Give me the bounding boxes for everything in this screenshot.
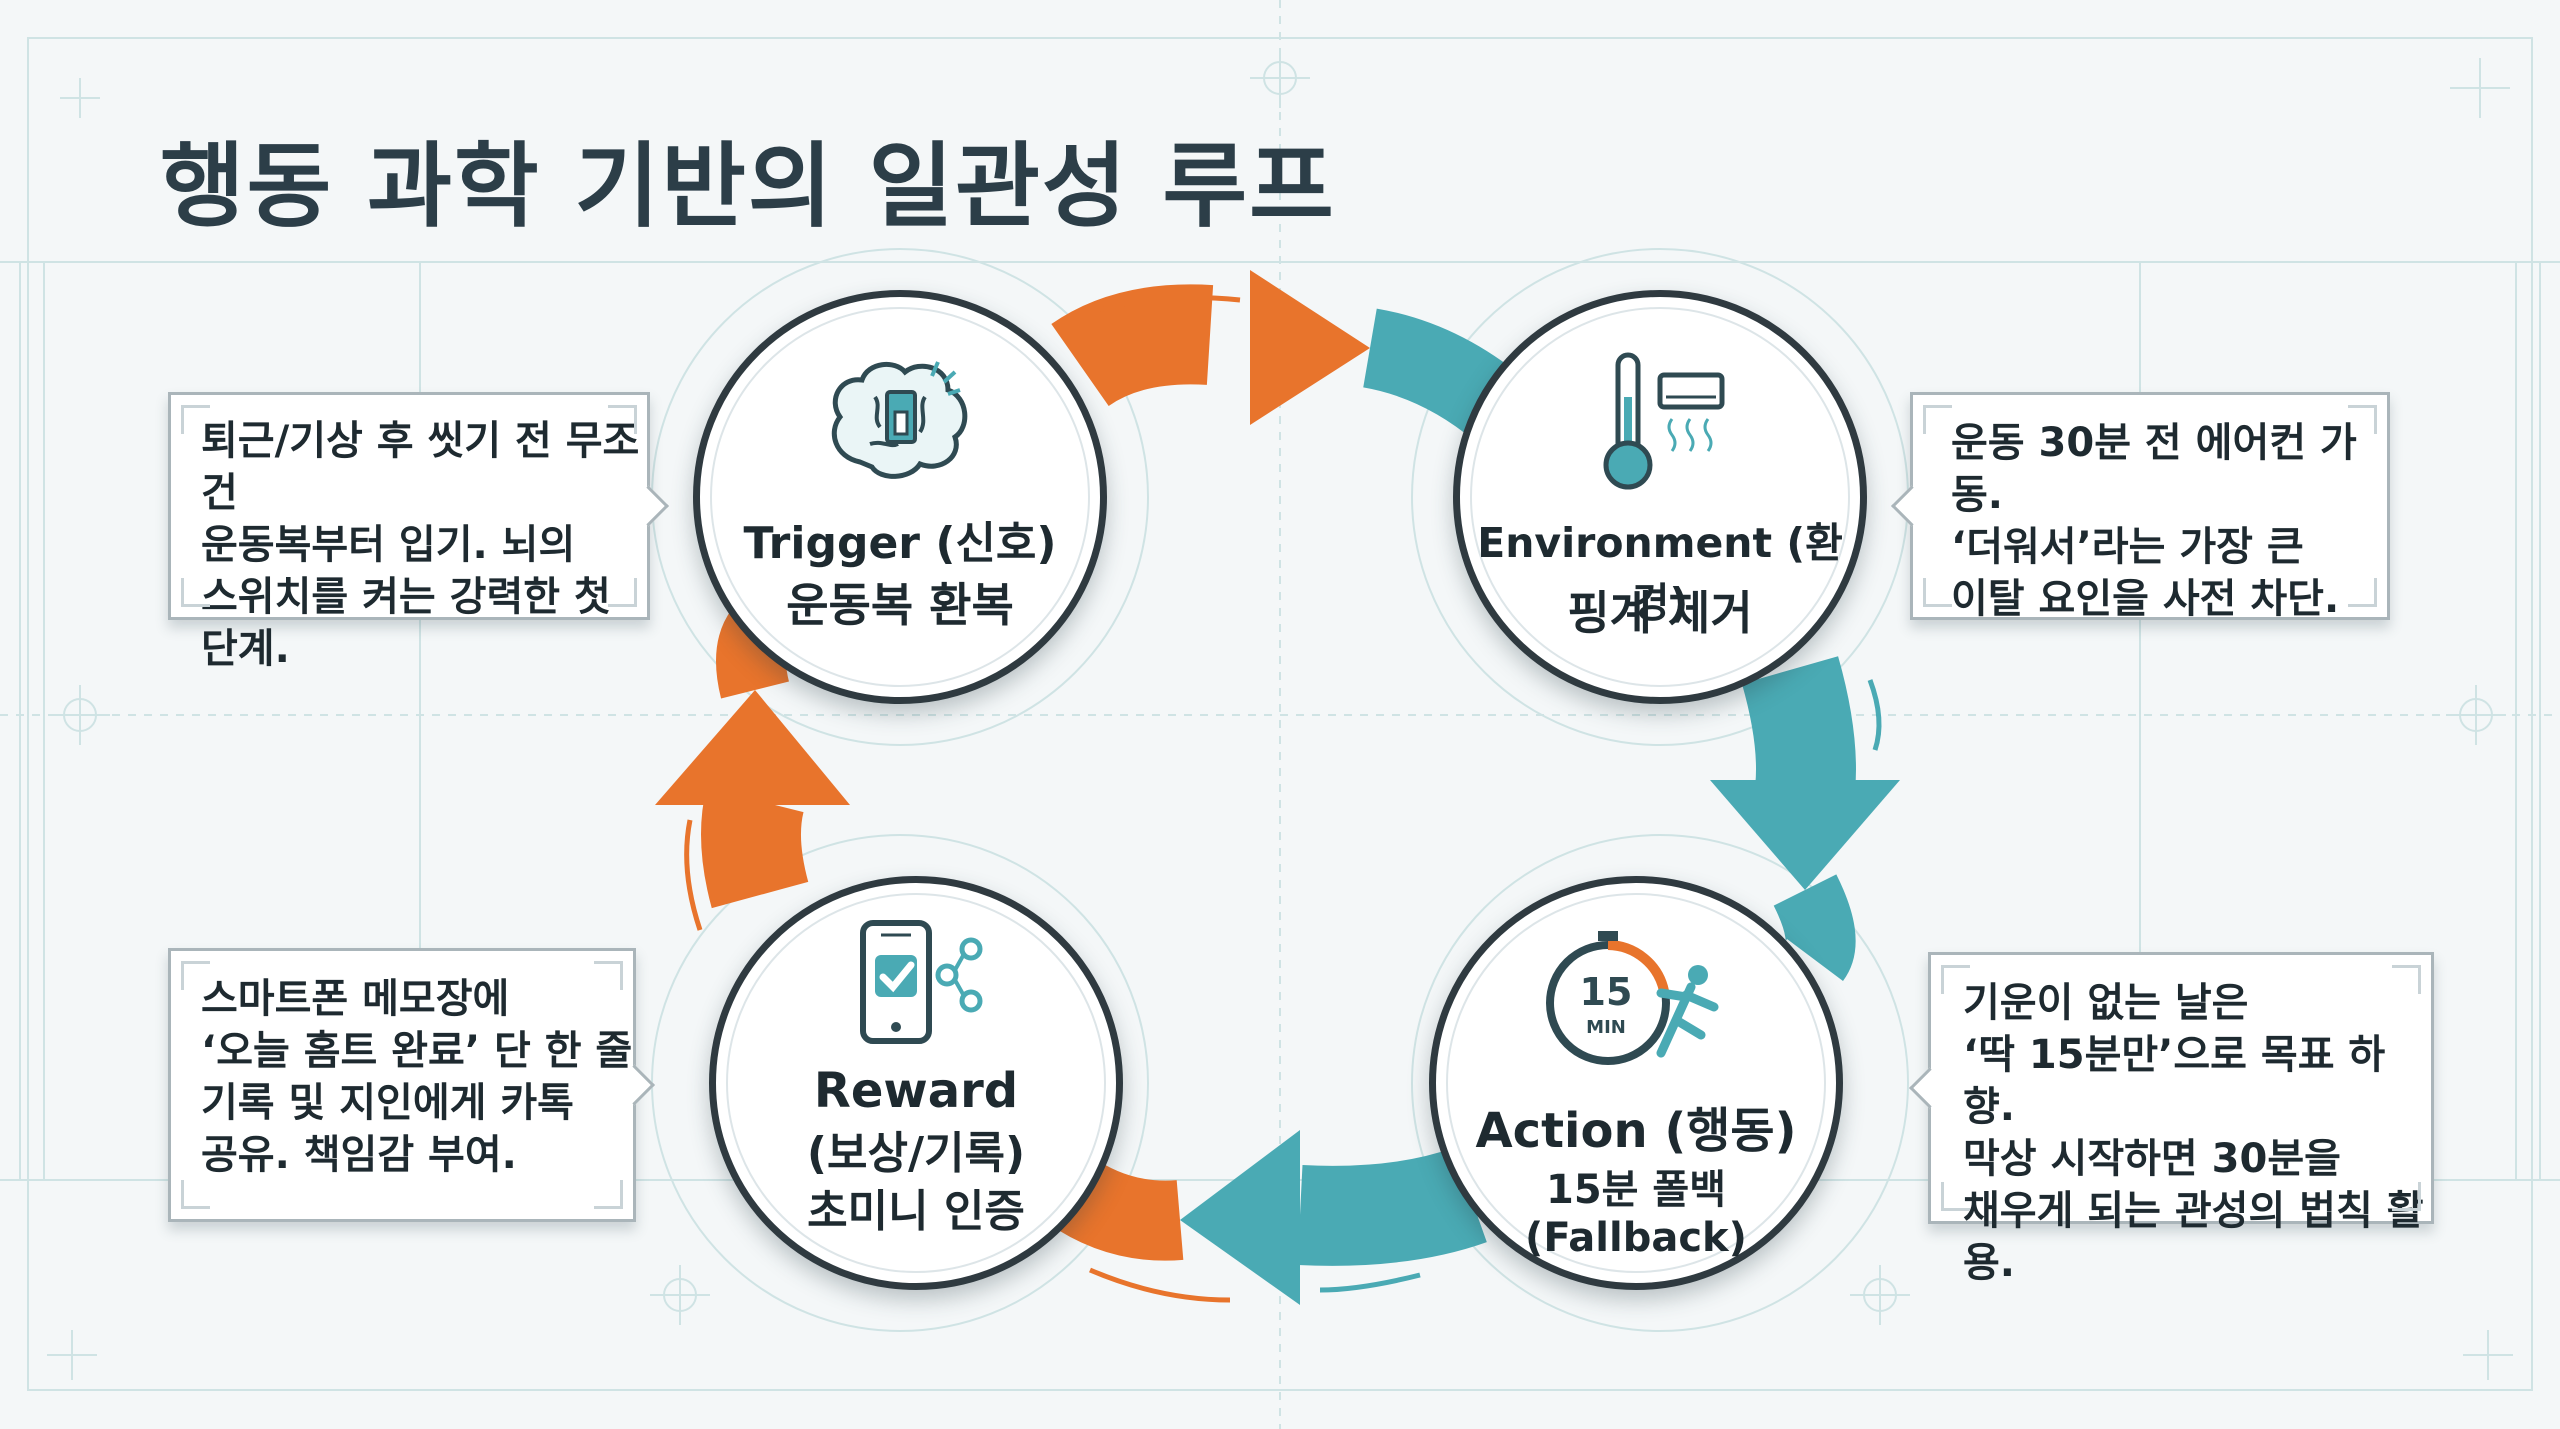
arrow-environment-to-action	[1741, 656, 1856, 795]
action-title: Action (행동)	[1475, 1103, 1797, 1159]
note-reward-line: ‘오늘 홈트 완료’ 단 한 줄	[201, 1028, 633, 1074]
node-reward: Reward (보상/기록) 초미니 인증	[709, 876, 1123, 1290]
note-trigger-line: 스위치를 켜는 강력한 첫 단계.	[201, 574, 611, 672]
arrow-head-bottom	[1180, 1130, 1300, 1305]
note-action-line: 채우게 되는 관성의 법칙 활용.	[1963, 1188, 2424, 1286]
note-reward: 스마트폰 메모장에 ‘오늘 홈트 완료’ 단 한 줄 기록 및 지인에게 카톡 …	[168, 948, 656, 1222]
brain-switch-icon	[831, 361, 968, 479]
arrow-head-right	[1710, 780, 1900, 890]
thermometer-aircon-icon	[1603, 352, 1725, 490]
note-reward-line: 기록 및 지인에게 카톡	[201, 1080, 574, 1126]
note-environment-line: ‘더워서’라는 가장 큰	[1951, 524, 2304, 570]
note-environment: 운동 30분 전 에어컨 가동. ‘더워서’라는 가장 큰 이탈 요인을 사전 …	[1890, 392, 2390, 622]
reward-subtitle: (보상/기록)	[806, 1128, 1026, 1179]
node-action: 15 MIN Action (행동) 15분 폴백(Fallback)	[1429, 876, 1843, 1290]
arrow-head-left	[655, 690, 850, 805]
reward-title: Reward	[813, 1063, 1019, 1119]
note-environment-line: 이탈 요인을 사전 차단.	[1951, 576, 2340, 622]
timer-number: 15	[1580, 970, 1633, 1014]
arrow-trigger-to-environment-orange	[1051, 284, 1214, 407]
note-action-line: 막상 시작하면 30분을	[1963, 1136, 2341, 1182]
note-reward-line: 공유. 책임감 부여.	[201, 1132, 517, 1178]
action-desc: 15분 폴백(Fallback)	[1525, 1167, 1747, 1261]
timer-unit: MIN	[1586, 1017, 1626, 1038]
arrow-action-to-reward-teal	[1297, 1147, 1487, 1266]
node-environment: Environment (환경) 핑계 제거	[1453, 290, 1867, 704]
environment-title: Environment (환경)	[1477, 519, 1843, 627]
environment-desc: 핑계 제거	[1567, 586, 1753, 640]
arrow-head-top	[1250, 270, 1370, 425]
diagram-title: 행동 과학 기반의 일관성 루프	[160, 133, 1336, 240]
node-trigger: Trigger (신호) 운동복 환복	[693, 290, 1107, 704]
note-environment-line: 운동 30분 전 에어컨 가동.	[1951, 420, 2357, 518]
note-trigger-line: 운동복부터 입기. 뇌의	[201, 522, 576, 568]
trigger-title: Trigger (신호)	[743, 518, 1057, 569]
trigger-desc: 운동복 환복	[786, 578, 1014, 632]
arrow-reward-to-trigger	[701, 787, 809, 909]
note-trigger-line: 퇴근/기상 후 씻기 전 무조건	[201, 418, 640, 516]
note-action-line: ‘딱 15분만’으로 목표 하향.	[1963, 1032, 2386, 1130]
note-action: 기운이 없는 날은 ‘딱 15분만’으로 목표 하향. 막상 시작하면 30분을…	[1908, 952, 2434, 1286]
note-reward-line: 스마트폰 메모장에	[201, 976, 510, 1022]
note-action-line: 기운이 없는 날은	[1963, 980, 2249, 1026]
phone-check-share-icon	[860, 920, 983, 1044]
note-trigger: 퇴근/기상 후 씻기 전 무조건 운동복부터 입기. 뇌의 스위치를 켜는 강력…	[168, 392, 670, 672]
timer-runner-icon: 15 MIN	[1546, 931, 1719, 1065]
reward-desc: 초미니 인증	[807, 1186, 1025, 1237]
